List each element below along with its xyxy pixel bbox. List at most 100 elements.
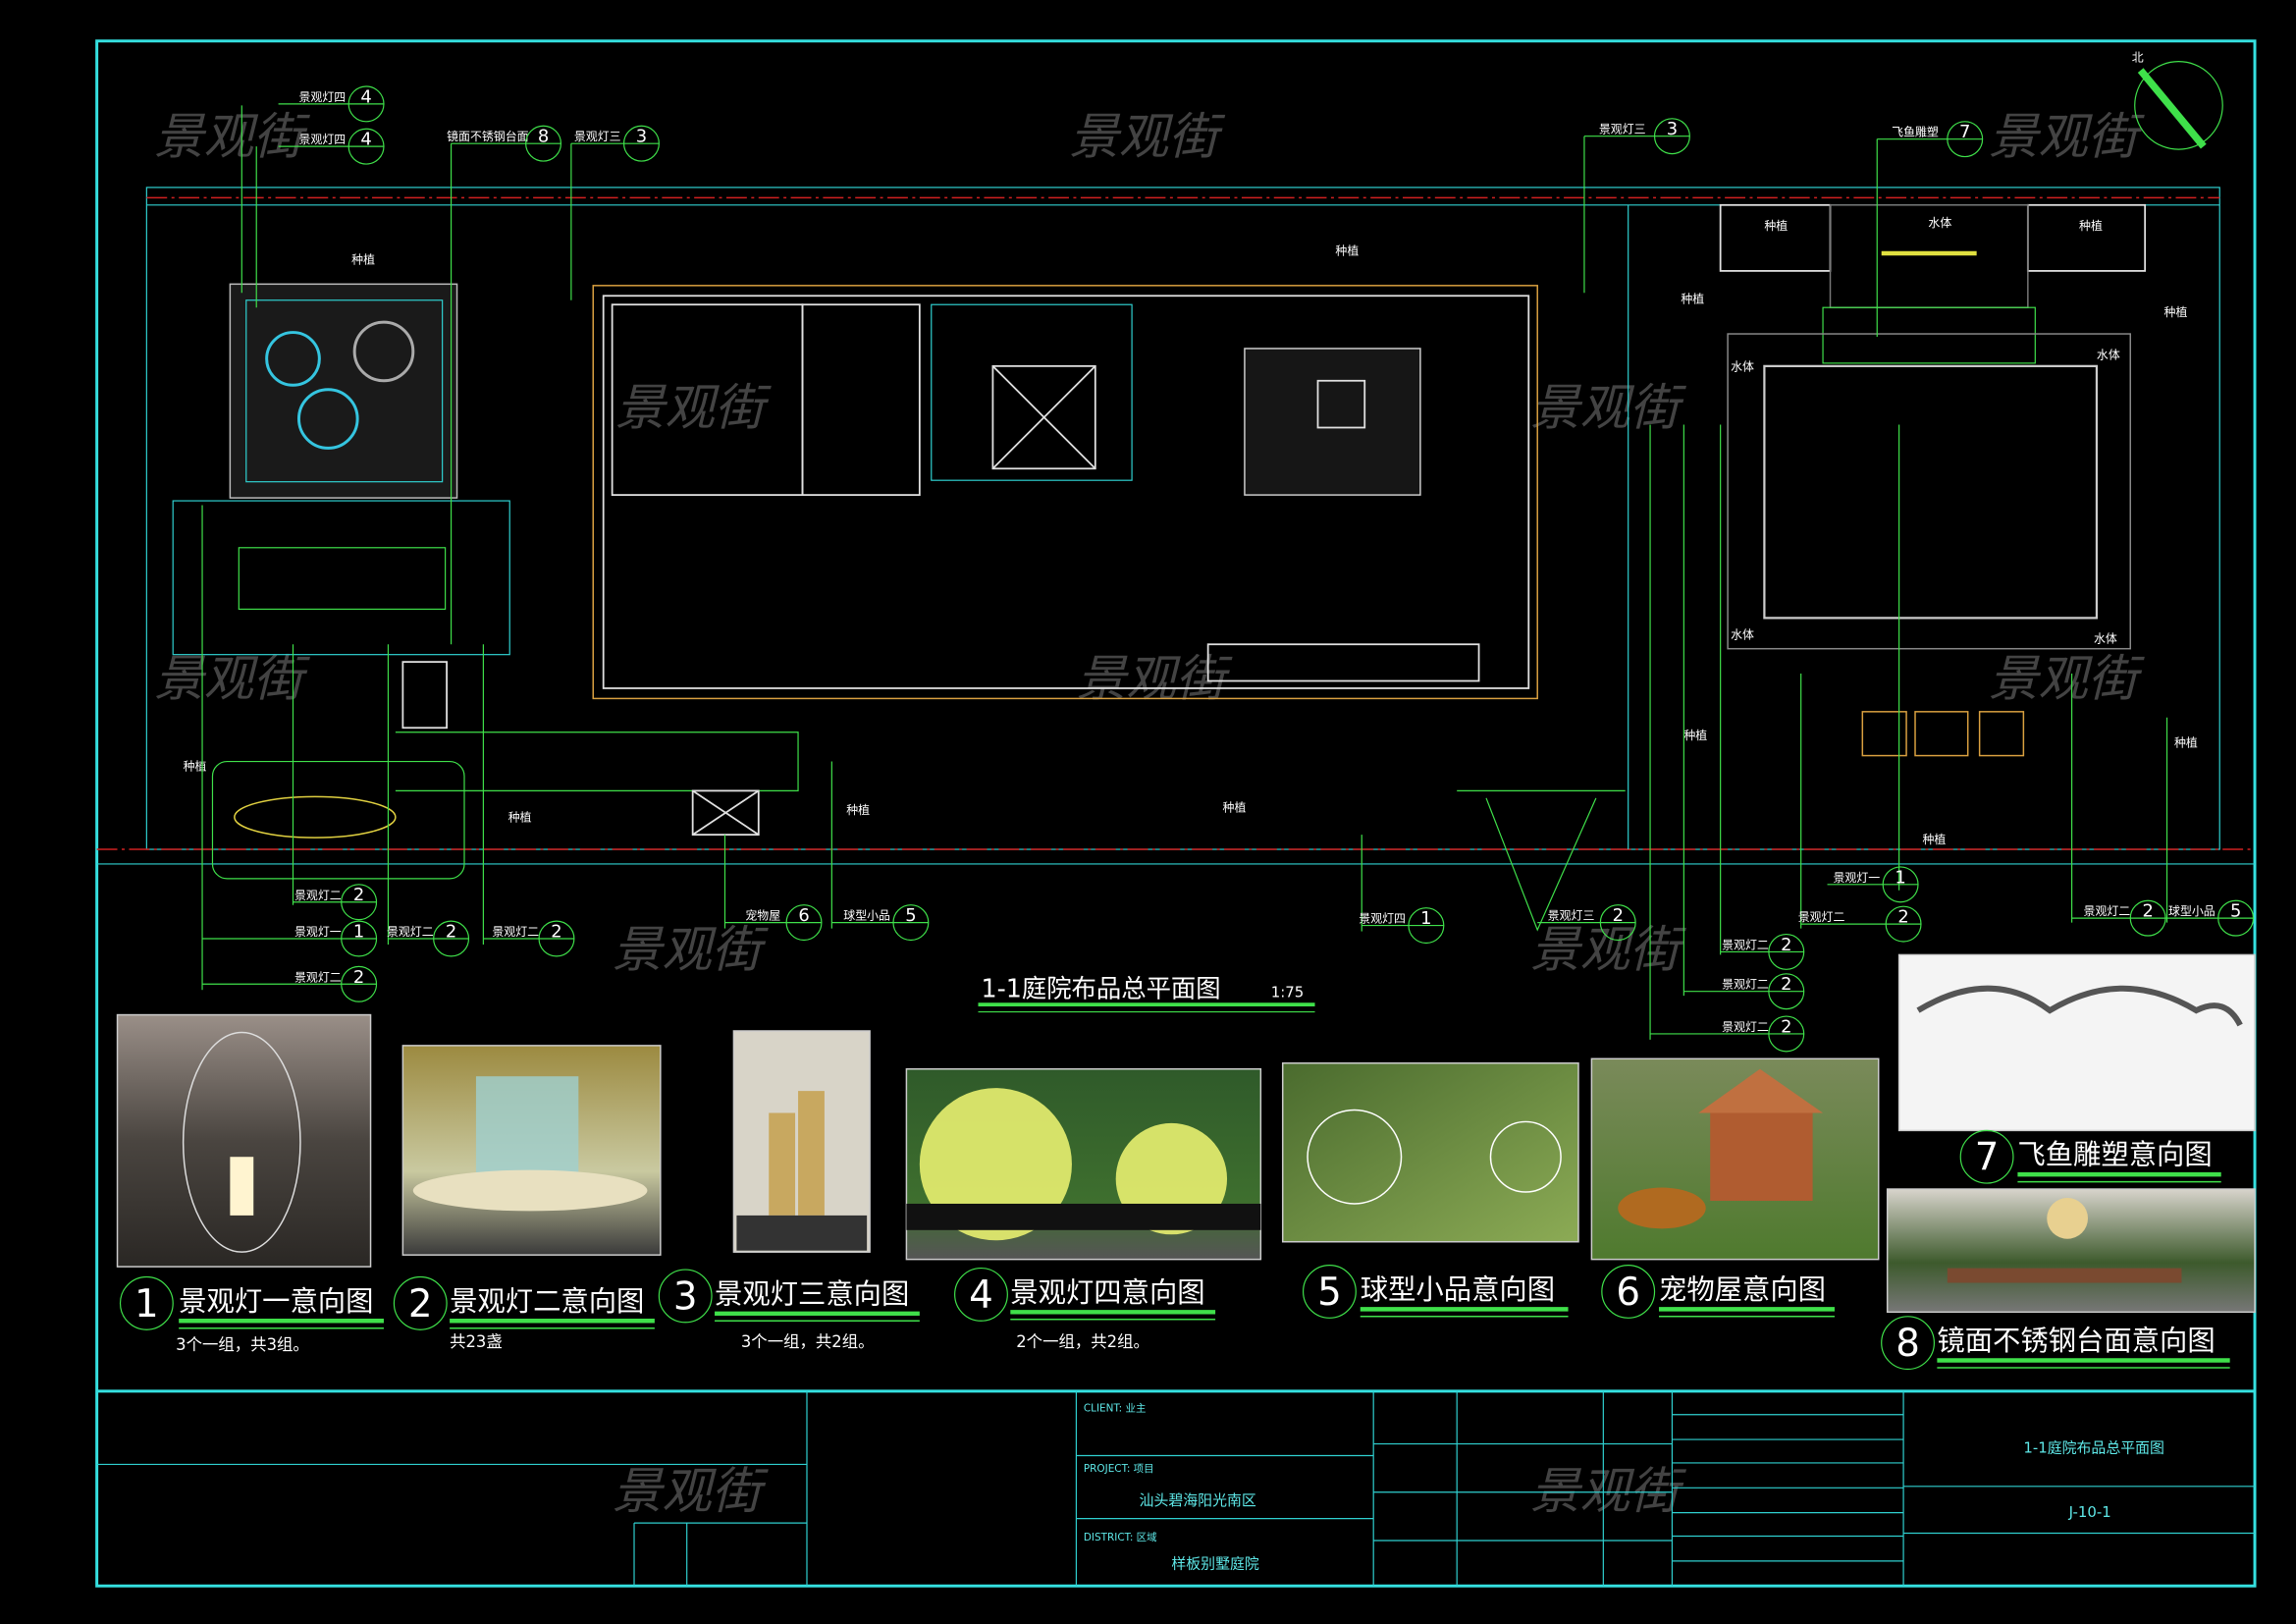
svg-text:6: 6 <box>1616 1271 1640 1315</box>
svg-text:景观街: 景观街 <box>1069 108 1225 166</box>
svg-text:DISTRICT: 区域: DISTRICT: 区域 <box>1084 1531 1157 1543</box>
svg-text:3个一组，共2组。: 3个一组，共2组。 <box>741 1332 875 1351</box>
reference-image-lamp-1 <box>116 1013 372 1268</box>
svg-text:景观灯四: 景观灯四 <box>298 90 346 104</box>
svg-text:1-1庭院布品总平面图: 1-1庭院布品总平面图 <box>981 974 1220 1003</box>
svg-text:种植: 种植 <box>2164 305 2188 319</box>
svg-text:景观灯二: 景观灯二 <box>294 970 342 984</box>
svg-text:1: 1 <box>134 1282 159 1326</box>
svg-text:景观灯二: 景观灯二 <box>1798 910 1845 924</box>
callout: 景观灯一 1 <box>202 920 378 957</box>
svg-text:2: 2 <box>1781 974 1791 995</box>
svg-text:种植: 种植 <box>184 759 207 773</box>
reference-image-flying-fish <box>1897 953 2256 1132</box>
svg-text:样板别墅庭院: 样板别墅庭院 <box>1171 1554 1259 1572</box>
svg-text:镜面不锈钢台面: 镜面不锈钢台面 <box>447 130 529 143</box>
svg-text:飞鱼雕塑意向图: 飞鱼雕塑意向图 <box>2017 1139 2212 1171</box>
plan-title: 1-1庭院布品总平面图 1:75 <box>978 974 1315 1013</box>
callout: 景观灯二 2 <box>1650 1015 1805 1053</box>
svg-text:4: 4 <box>969 1273 993 1318</box>
svg-text:景观灯四: 景观灯四 <box>298 133 346 146</box>
svg-text:5: 5 <box>905 905 916 926</box>
svg-text:水体: 水体 <box>1928 216 1951 230</box>
svg-text:景观灯四: 景观灯四 <box>1359 912 1406 926</box>
svg-text:景观灯二: 景观灯二 <box>1722 1020 1769 1034</box>
svg-text:PROJECT: 项目: PROJECT: 项目 <box>1084 1463 1154 1475</box>
svg-text:J-10-1: J-10-1 <box>2068 1503 2111 1521</box>
svg-text:2: 2 <box>1897 907 1908 928</box>
svg-text:景观街: 景观街 <box>1530 1462 1686 1520</box>
svg-text:球型小品: 球型小品 <box>2168 904 2216 918</box>
svg-text:镜面不锈钢台面意向图: 镜面不锈钢台面意向图 <box>1937 1325 2215 1357</box>
svg-text:2: 2 <box>1781 1016 1791 1037</box>
svg-text:景观灯三: 景观灯三 <box>574 130 621 143</box>
title-block: CLIENT: 业主 PROJECT: 项目 汕头碧海阳光南区 DISTRICT… <box>96 1389 2256 1587</box>
svg-text:景观街: 景观街 <box>1989 649 2145 707</box>
callout: 景观灯二 2 <box>483 920 575 957</box>
svg-text:2: 2 <box>1613 905 1624 926</box>
drawing-frame <box>95 39 2257 1588</box>
callout: 景观灯二 2 <box>1720 933 1805 970</box>
svg-text:景观灯一: 景观灯一 <box>1833 871 1880 885</box>
svg-text:6: 6 <box>798 905 809 926</box>
svg-text:球型小品: 球型小品 <box>843 909 890 923</box>
svg-text:种植: 种植 <box>1683 729 1707 742</box>
svg-text:北: 北 <box>2132 51 2144 65</box>
callout: 景观灯二 2 <box>293 884 378 921</box>
svg-text:景观街: 景观街 <box>1989 108 2145 166</box>
svg-text:1: 1 <box>353 922 364 943</box>
svg-text:宠物屋: 宠物屋 <box>745 909 780 923</box>
reference-image-lamp-3 <box>732 1030 871 1253</box>
svg-text:4: 4 <box>360 130 371 150</box>
svg-text:景观灯三: 景观灯三 <box>1599 123 1646 136</box>
svg-text:3: 3 <box>636 127 647 147</box>
svg-text:3个一组，共3组。: 3个一组，共3组。 <box>176 1335 309 1354</box>
svg-text:种植: 种植 <box>1223 800 1247 814</box>
svg-text:景观街: 景观街 <box>154 649 310 707</box>
reference-image-mirror-steel-table <box>1886 1188 2256 1314</box>
svg-text:球型小品意向图: 球型小品意向图 <box>1361 1273 1555 1306</box>
svg-text:飞鱼雕塑: 飞鱼雕塑 <box>1892 126 1939 139</box>
svg-text:种植: 种植 <box>508 811 532 825</box>
site-plan: 种植 种植 种植 水体 种植 种植 水体 水体 水体 水体 种植 种植 种植 种… <box>96 187 2256 932</box>
svg-text:2: 2 <box>2142 901 2153 922</box>
svg-text:2: 2 <box>353 967 364 988</box>
svg-text:景观灯二: 景观灯二 <box>1722 938 1769 951</box>
reference-images <box>116 953 2256 1314</box>
svg-text:种植: 种植 <box>1922 833 1946 846</box>
callout: 球型小品 5 <box>831 904 930 942</box>
svg-text:2个一组，共2组。: 2个一组，共2组。 <box>1016 1332 1149 1351</box>
caption-1: 1 景观灯一意向图 3个一组，共3组。 <box>119 1275 384 1354</box>
svg-text:水体: 水体 <box>2097 348 2120 361</box>
svg-text:4: 4 <box>360 86 371 107</box>
north-arrow-icon: 北 <box>2132 51 2223 150</box>
svg-text:水体: 水体 <box>1731 627 1754 641</box>
svg-text:1: 1 <box>1895 867 1905 888</box>
svg-text:1:75: 1:75 <box>1271 984 1304 1001</box>
svg-text:2: 2 <box>551 922 561 943</box>
svg-text:景观灯二: 景观灯二 <box>492 925 539 939</box>
svg-text:景观灯一意向图: 景观灯一意向图 <box>179 1285 373 1318</box>
leader-lines <box>201 105 2168 1040</box>
svg-text:3: 3 <box>673 1274 698 1319</box>
svg-text:景观街: 景观街 <box>154 108 310 166</box>
callout: 景观灯四 4 <box>278 128 385 165</box>
svg-text:2: 2 <box>1781 935 1791 955</box>
svg-text:2: 2 <box>408 1282 433 1326</box>
reference-image-lamp-2 <box>401 1045 662 1256</box>
svg-text:景观街: 景观街 <box>613 920 769 978</box>
svg-text:2: 2 <box>353 885 364 905</box>
svg-text:景观灯二: 景观灯二 <box>294 889 342 902</box>
svg-text:种植: 种植 <box>351 252 375 266</box>
svg-text:景观灯一: 景观灯一 <box>294 925 342 939</box>
svg-text:8: 8 <box>538 127 549 147</box>
